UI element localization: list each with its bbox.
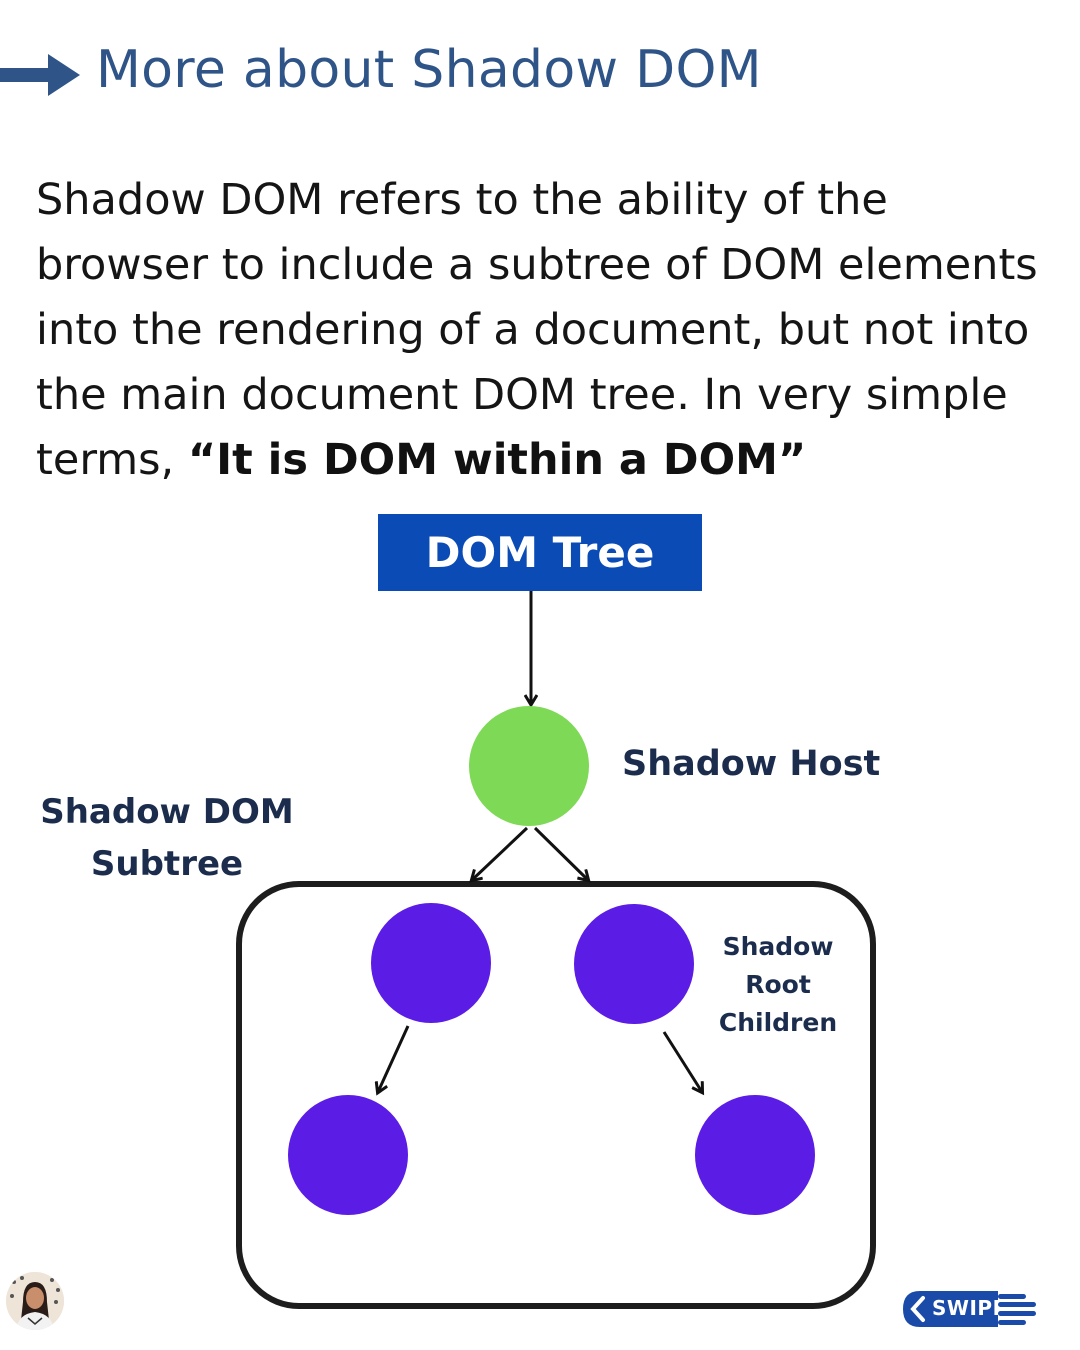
shadow-host-node — [469, 706, 589, 826]
grandchild-left-node — [288, 1095, 408, 1215]
intro-paragraph: Shadow DOM refers to the ability of the … — [36, 168, 1046, 493]
avatar — [6, 1272, 64, 1330]
shadow-root-child-left — [371, 903, 491, 1023]
grandchild-right-node — [695, 1095, 815, 1215]
paragraph-text: Shadow DOM refers to the ability of the … — [36, 175, 1038, 485]
swipe-label: SWIPE — [932, 1296, 1007, 1320]
shadow-host-label: Shadow Host — [622, 744, 881, 784]
right-arrow-icon — [0, 54, 80, 96]
page-title: More about Shadow DOM — [96, 40, 762, 100]
edge-left-to-grandchild — [378, 1025, 410, 1092]
chevron-left-icon — [910, 1296, 925, 1322]
paragraph-emphasis: “It is DOM within a DOM” — [187, 435, 807, 485]
edge-host-to-left — [472, 826, 529, 880]
edge-right-to-grandchild — [662, 1031, 702, 1092]
subtree-label-line2: Subtree — [90, 844, 244, 884]
shadow-subtree-label: Shadow DOM Subtree — [36, 786, 298, 890]
subtree-label-line1: Shadow DOM — [40, 792, 294, 832]
dom-tree-box: DOM Tree — [378, 514, 702, 591]
shadow-root-child-right — [574, 904, 694, 1024]
shadow-root-children-label: Shadow Root Children — [690, 928, 866, 1042]
children-label-line1: Shadow Root — [722, 932, 834, 999]
edge-host-to-right — [533, 826, 588, 880]
swipe-button[interactable]: SWIPE — [902, 1290, 1042, 1328]
menu-lines-icon — [998, 1294, 1036, 1325]
children-label-line2: Children — [718, 1008, 838, 1037]
